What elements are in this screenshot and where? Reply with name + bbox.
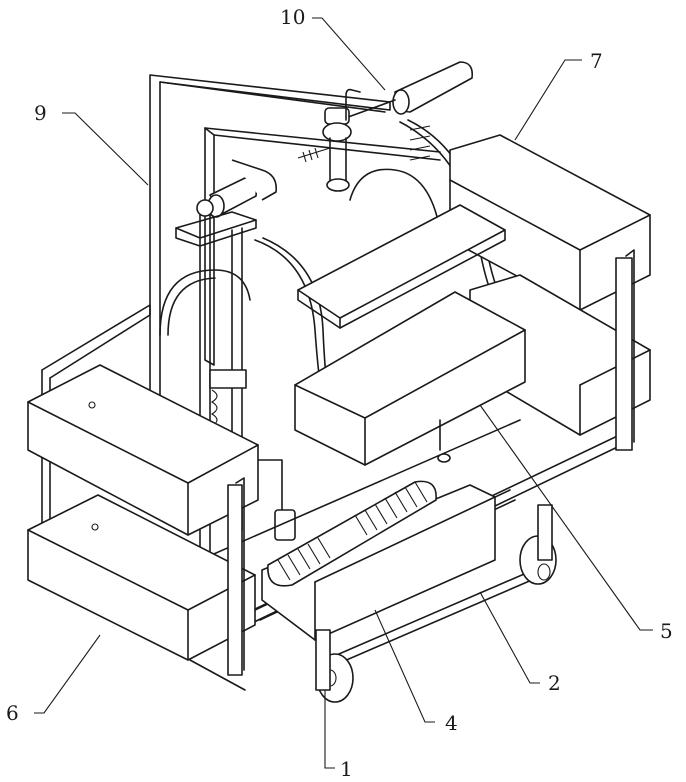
lower-right-tray xyxy=(469,274,651,436)
label-9: 9 xyxy=(34,101,47,125)
middle-tray xyxy=(294,291,526,466)
top-platform xyxy=(297,204,506,329)
left-motor xyxy=(175,159,278,247)
label-4: 4 xyxy=(445,711,458,735)
tray-bracket xyxy=(437,419,451,463)
front-left-upper-tray xyxy=(27,364,259,536)
label-6: 6 xyxy=(6,701,19,725)
label-5: 5 xyxy=(660,619,673,643)
front-left-lower-tray xyxy=(27,494,256,661)
lower-drawer xyxy=(261,484,496,641)
spiral-roller xyxy=(267,480,437,587)
top-cylinder-assembly xyxy=(297,61,474,192)
leader-lines xyxy=(34,17,653,769)
label-7: 7 xyxy=(590,49,603,73)
wheel-assembly xyxy=(315,504,557,703)
label-2: 2 xyxy=(548,671,561,695)
label-1: 1 xyxy=(340,757,353,781)
label-10: 10 xyxy=(280,5,305,29)
callout-labels: 10 7 9 5 6 2 4 1 xyxy=(6,5,673,781)
front-left-columns xyxy=(227,477,245,676)
right-columns xyxy=(615,249,635,451)
